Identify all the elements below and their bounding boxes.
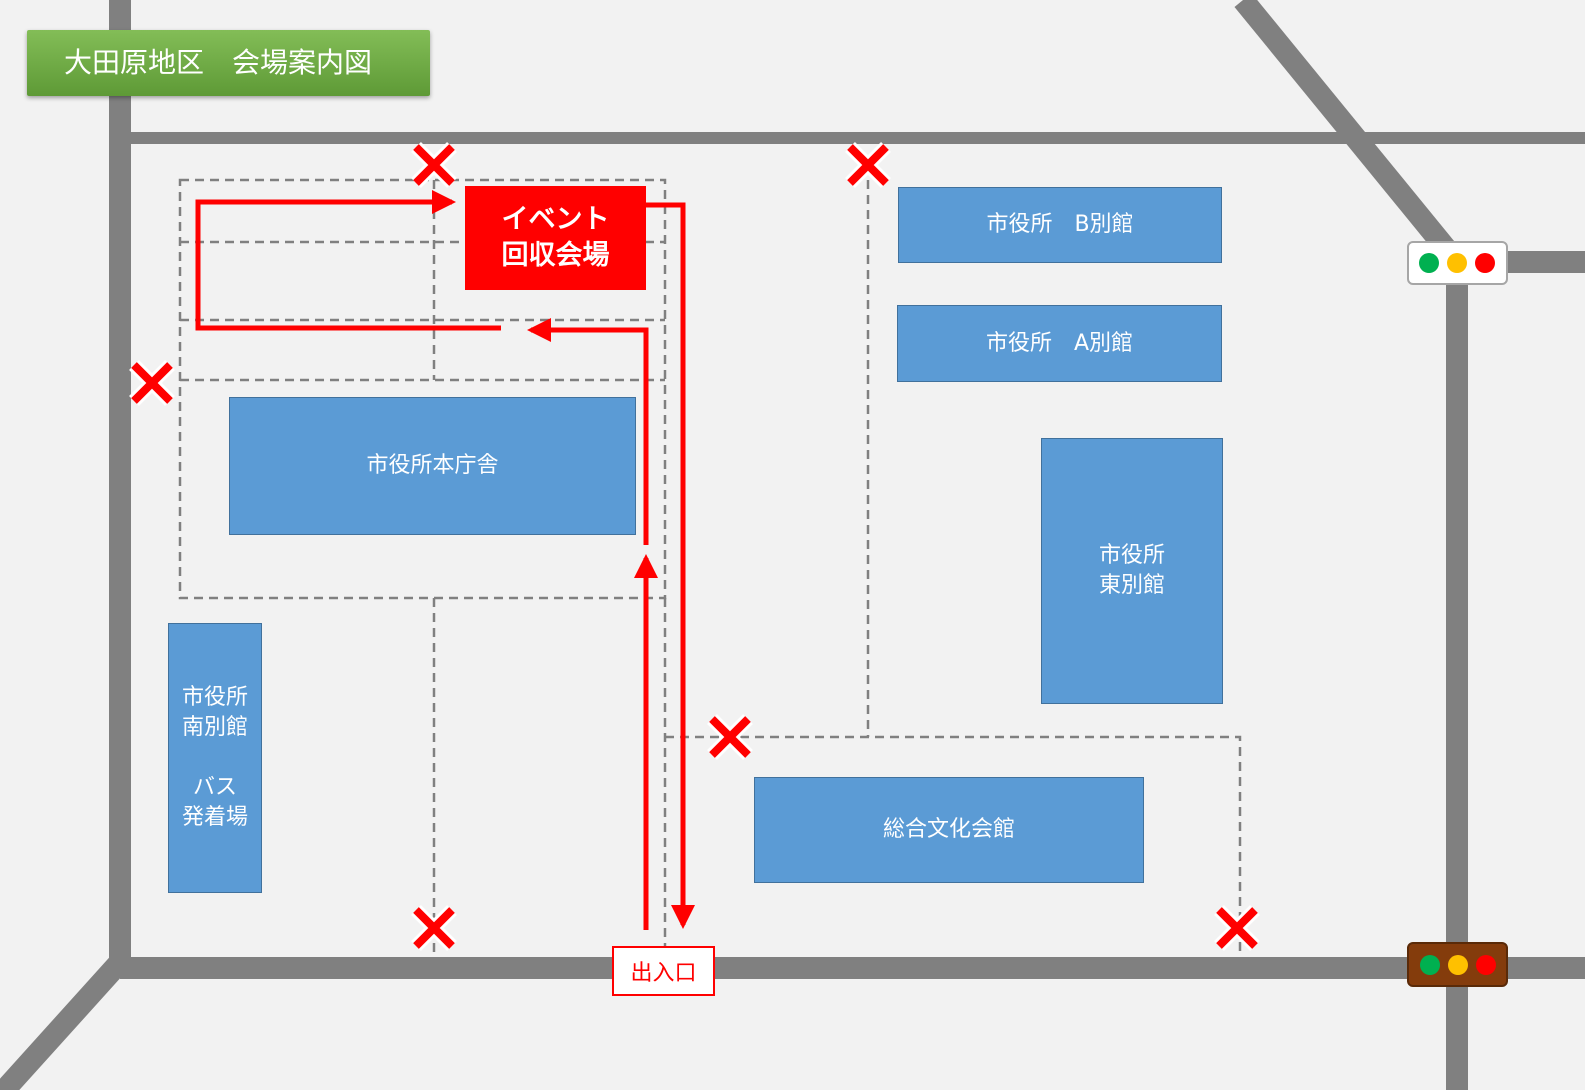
road-southwest-diagonal	[0, 954, 129, 1090]
red-x-icon	[411, 142, 457, 188]
route-arrow-up-west	[527, 318, 649, 545]
red-x-icon	[1214, 905, 1260, 951]
red-x-icon	[707, 714, 753, 760]
building-cultural-hall: 総合文化会館	[754, 777, 1144, 883]
traffic-light-icon	[1407, 942, 1508, 987]
event-venue: イベント 回収会場	[465, 186, 646, 290]
road-northeast-diagonal	[1234, 0, 1466, 269]
area-outlines	[178, 165, 1242, 958]
event-venue-line2: 回収会場	[501, 240, 610, 271]
route-arrows	[195, 190, 695, 930]
route-arrow-to-venue	[195, 190, 501, 331]
building-city-hall-a-annex: 市役所 A別館	[897, 305, 1222, 382]
closed-markers	[129, 142, 1260, 951]
outline-line	[665, 735, 1242, 958]
red-x-icon	[845, 142, 891, 188]
route-arrow-exit	[646, 202, 695, 929]
building-city-hall-b-annex: 市役所 B別館	[898, 187, 1222, 263]
traffic-light-icon	[1407, 241, 1508, 285]
building-city-hall-east-annex: 市役所 東別館	[1041, 438, 1223, 704]
red-x-icon	[411, 905, 457, 951]
map-title: 大田原地区 会場案内図	[27, 30, 430, 96]
event-venue-line1: イベント	[501, 204, 610, 235]
entrance-label: 出入口	[612, 946, 715, 996]
building-city-hall-south-annex: 市役所 南別館 バス 発着場	[168, 623, 262, 893]
building-city-hall-main: 市役所本庁舎	[229, 397, 636, 535]
red-x-icon	[129, 360, 175, 406]
